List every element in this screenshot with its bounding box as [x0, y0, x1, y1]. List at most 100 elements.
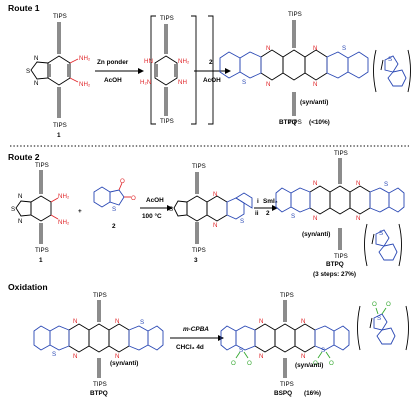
bspq-yield: (16%) — [304, 390, 321, 397]
tips-top-int: TIPS — [160, 15, 174, 22]
compound-1-route2 — [15, 170, 59, 244]
route1-yield: (<10%) — [309, 119, 330, 126]
route2-compound-2-label: 2 — [112, 223, 116, 230]
o-bspq-4: O — [329, 360, 334, 367]
compound-1-label: 1 — [57, 132, 61, 139]
n-ox-start-b: N — [115, 318, 119, 325]
nh2-top-1: NH₂ — [79, 55, 91, 62]
route2-cond2-i: i — [257, 198, 259, 205]
nh-right: NH — [178, 79, 187, 86]
s-inset1: S — [388, 56, 392, 63]
o-inset3-b: O — [386, 301, 391, 308]
route1-product-name: BTPQ — [279, 119, 297, 126]
n-btpq1-b: N — [313, 45, 317, 52]
route2-compound-3-label: 3 — [194, 257, 198, 264]
compound-1-route1 — [30, 22, 79, 118]
s-btpq2-right: S — [384, 181, 388, 188]
s-ox-start-right: S — [140, 319, 144, 326]
route1-cond1-top: Zn ponder — [97, 59, 129, 66]
hn-left: HN — [144, 58, 153, 65]
s-atom-cmpd2: S — [112, 206, 116, 213]
n-btpq2-a: N — [313, 180, 317, 187]
n-atom-1a: N — [34, 55, 38, 62]
inset-fragment-route1 — [373, 49, 411, 93]
tips-top-r2-1: TIPS — [35, 162, 49, 169]
n-btpq1-c: N — [266, 81, 270, 88]
s-btpq1-right: S — [342, 45, 346, 52]
plus-sign: + — [78, 208, 82, 215]
tips-top-bspq: TIPS — [280, 292, 294, 299]
n-btpq1-d: N — [313, 81, 317, 88]
tips-bottom-ox-start: TIPS — [93, 381, 107, 388]
o-atom-b: O — [131, 195, 136, 202]
ox-start-isomer: (syn/anti) — [110, 360, 138, 367]
section-title-route2: Route 2 — [8, 152, 40, 162]
n-bspq-b: N — [301, 318, 305, 325]
route2-cond2-ii: ii — [255, 210, 259, 217]
s-atom-3: S — [169, 206, 173, 213]
n-bspq-c: N — [259, 353, 263, 360]
nh2-r2-bottom: NH₂ — [58, 219, 70, 226]
route2-cond2-ii-text: 2 — [266, 210, 270, 217]
n-ox-start-a: N — [73, 318, 77, 325]
route2-cond1-top: AcOH — [146, 197, 164, 204]
n-btpq1-a: N — [266, 45, 270, 52]
s-inset3: S — [377, 315, 381, 322]
tips-bottom-r2-1: TIPS — [35, 247, 49, 254]
n-ox-start-d: N — [115, 353, 119, 360]
compound-3 — [173, 172, 253, 244]
arrowhead-1 — [138, 68, 144, 74]
n-btpq2-c: N — [313, 215, 317, 222]
h2n-left: H₂N — [140, 79, 151, 86]
route1-cond2-top: 2 — [209, 59, 213, 66]
ox-cond-bottom: CHCl₃ 4d — [176, 344, 204, 351]
arrowhead-2 — [225, 68, 231, 74]
compound-2 — [93, 182, 131, 208]
o-bspq-2: O — [247, 360, 252, 367]
tips-bottom-int: TIPS — [160, 118, 174, 125]
o-bspq-1: O — [231, 360, 236, 367]
s-bspq-left: S — [239, 347, 243, 354]
s-inset2: S — [379, 230, 383, 237]
ox-start-name: BTPQ — [90, 390, 108, 397]
route1-isomer: (syn/anti) — [300, 99, 328, 106]
route2-compound-1-label: 1 — [39, 257, 43, 264]
o-inset3-a: O — [372, 301, 377, 308]
tips-top-btpq2: TIPS — [334, 150, 348, 157]
s-atom-3-thio: S — [240, 218, 244, 225]
section-title-oxidation: Oxidation — [8, 282, 48, 292]
n-atom-1b: N — [34, 80, 38, 87]
n-atom-r2-1b: N — [18, 218, 22, 225]
route1-cond1-bottom: AcOH — [104, 77, 122, 84]
route1-cond2-bottom: AcOH — [203, 77, 221, 84]
btpq-start-oxidation — [33, 300, 164, 378]
intermediate-tetraamine — [150, 15, 214, 125]
s-btpq1-left: S — [242, 79, 246, 86]
section-title-route1: Route 1 — [8, 3, 40, 13]
tips-bottom-1: TIPS — [53, 122, 67, 129]
s-btpq2-left: S — [291, 213, 295, 220]
ox-cond-top: m-CPBA — [183, 326, 209, 333]
route2-cond1-bottom: 100 °C — [142, 212, 162, 220]
route2-product-name: BTPQ — [326, 261, 344, 268]
o-bspq-3: O — [313, 360, 318, 367]
s-atom-1: S — [26, 68, 30, 75]
n-atom-r2-1a: N — [18, 193, 22, 200]
tips-bottom-btpq2: TIPS — [334, 253, 348, 260]
bspq-name: BSPQ — [274, 390, 292, 397]
tips-top-ox-start: TIPS — [93, 292, 107, 299]
tips-bottom-btpq1: TIPS — [288, 119, 302, 126]
nh2-bottom-1: NH₂ — [79, 81, 91, 88]
tips-top-btpq1: TIPS — [288, 11, 302, 18]
s-bspq-right: S — [321, 347, 325, 354]
tips-top-3: TIPS — [192, 163, 206, 170]
route2-cond2-i-text: SmI₂ — [263, 198, 278, 205]
n-ox-start-c: N — [73, 353, 77, 360]
inset-fragment-oxidation — [357, 305, 409, 351]
btpq-product-route2 — [275, 158, 405, 250]
nh2-right: NH₂ — [178, 58, 190, 65]
n-btpq2-b: N — [356, 180, 360, 187]
bspq-product — [220, 300, 350, 378]
